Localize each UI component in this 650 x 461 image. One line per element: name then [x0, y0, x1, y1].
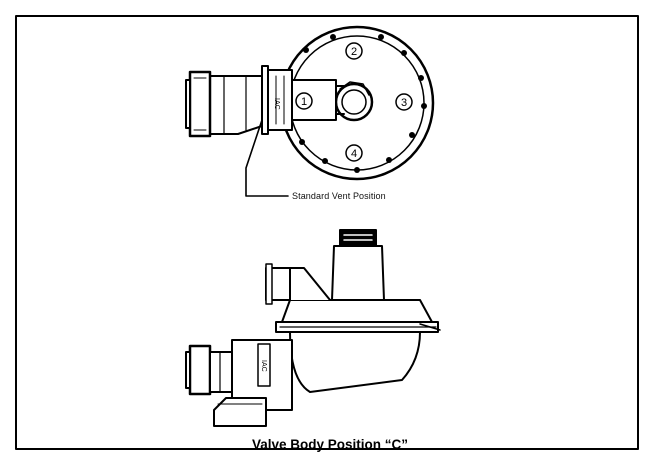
page-border: [15, 15, 639, 450]
svg-text:IAC: IAC: [273, 98, 280, 110]
diagram-caption: Valve Body Position “C”: [251, 437, 409, 452]
top-view: IAC: [185, 25, 435, 197]
vent-position-label: Standard Vent Position: [292, 191, 386, 201]
position-2-label: 2: [351, 46, 357, 58]
position-3-label: 3: [401, 97, 407, 109]
position-1-label: 1: [301, 96, 307, 108]
position-4-label: 4: [351, 148, 357, 160]
position-markers: [295, 42, 413, 162]
vent-leader-line: [245, 119, 289, 197]
svg-text:IAC: IAC: [260, 360, 267, 372]
side-view: IAC: [185, 229, 441, 427]
